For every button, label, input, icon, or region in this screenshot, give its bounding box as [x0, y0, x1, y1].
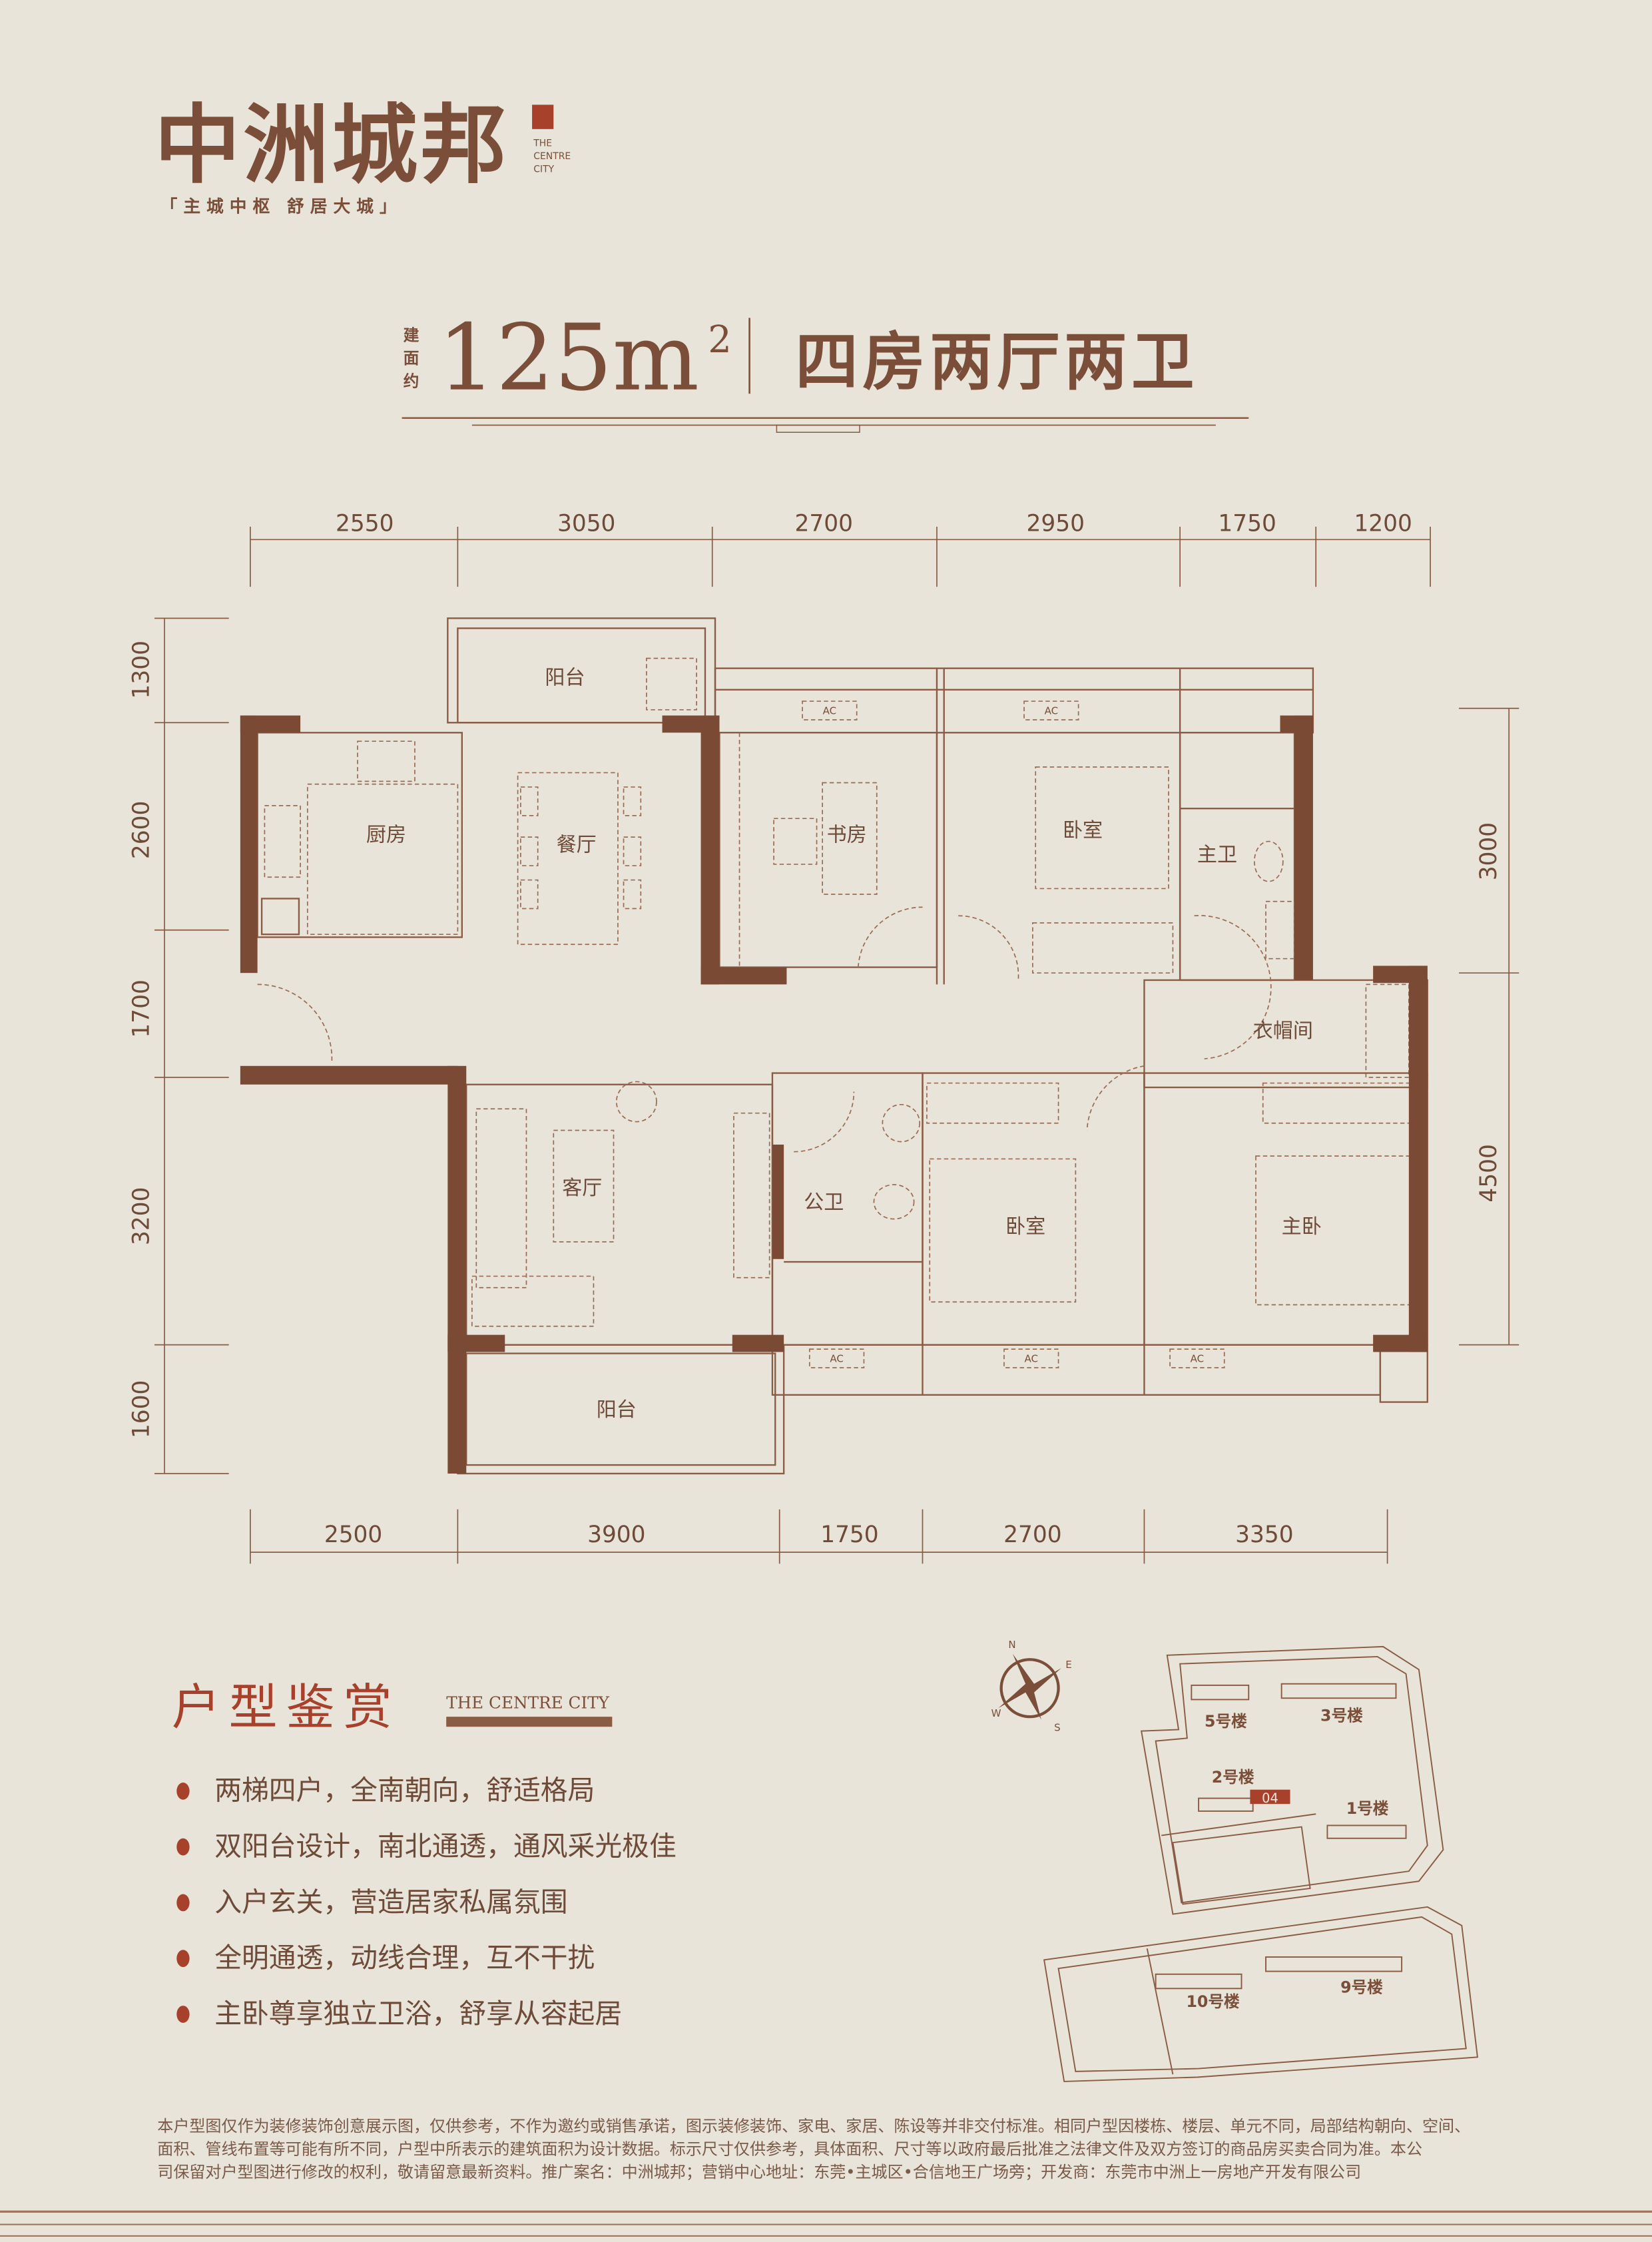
- dim-label: 2600: [128, 801, 154, 859]
- bullet-icon: [176, 2006, 190, 2023]
- ac-label: AC: [830, 1352, 844, 1364]
- brand-logo: 中洲城邦 THE CENTRE CITY 「 主 城 中 枢 舒 居 大 城 」: [154, 96, 571, 217]
- dim-label: 2500: [324, 1522, 382, 1548]
- decorative-strip: [446, 1717, 613, 1727]
- dim-label: 3000: [1476, 822, 1502, 880]
- brand-english-2: CENTRE: [533, 151, 571, 162]
- area-prefix-2: 面: [404, 349, 419, 368]
- feature-item: 入户玄关，营造居家私属氛围: [214, 1886, 567, 1918]
- dim-label: 1300: [128, 641, 154, 699]
- dimensions-left: 1300 2600 1700 3200 1600: [128, 641, 154, 1438]
- ac-label: AC: [1045, 704, 1059, 716]
- room-balcony-south: 阳台: [597, 1398, 637, 1422]
- unit-number: 04: [1262, 1791, 1278, 1806]
- disclaimer-line: 面积、管线布置等可能有所不同，户型中所表示的建筑面积为设计数据。标示尺寸仅供参考…: [157, 2139, 1422, 2158]
- dimensions-bottom: 2500 3900 1750 2700 3350: [324, 1522, 1294, 1548]
- building-label: 10号楼: [1187, 1992, 1240, 2011]
- feature-item: 两梯四户，全南朝向，舒适格局: [214, 1775, 595, 1807]
- unit-marker: [1250, 1789, 1290, 1805]
- ac-label: AC: [823, 704, 836, 716]
- dimensions-top: 2550 3050 2700 2950 1750 1200: [336, 510, 1412, 537]
- features-title: 户型鉴赏: [172, 1679, 401, 1736]
- floor-plan: [240, 617, 1428, 1475]
- compass-icon: N E S W: [991, 1639, 1072, 1734]
- dim-label: 3900: [587, 1522, 645, 1548]
- room-public-bath: 公卫: [804, 1191, 844, 1215]
- dim-label: 3050: [557, 510, 615, 537]
- dim-label: 1700: [128, 980, 154, 1037]
- bullet-icon: [176, 1950, 190, 1968]
- ac-label: AC: [1024, 1352, 1038, 1364]
- layout-type: 四房两厅两卫: [795, 325, 1199, 399]
- dim-label: 3200: [128, 1187, 154, 1245]
- room-dining: 餐厅: [557, 834, 597, 857]
- disclaimer-line: 本户型图仅作为装修装饰创意展示图，仅供参考，不作为邀约或销售承诺，图示装修装饰、…: [157, 2117, 1470, 2135]
- feature-item: 双阳台设计，南北通透，通风采光极佳: [214, 1830, 677, 1862]
- room-kitchen: 厨房: [366, 824, 406, 847]
- area-unit-sup: 2: [708, 318, 732, 362]
- building-label: 1号楼: [1346, 1799, 1389, 1818]
- room-labels: 阳台 厨房 餐厅 书房 卧室 主卫 衣帽间 客厅 公卫 卧室 主卧 阳台 AC …: [366, 666, 1322, 1422]
- room-master-bath: 主卫: [1197, 844, 1237, 867]
- dim-label: 2950: [1027, 510, 1085, 537]
- feature-item: 主卧尊享独立卫浴，舒享从容起居: [214, 1998, 622, 2030]
- building-label: 9号楼: [1340, 1978, 1383, 1997]
- compass-e: E: [1065, 1659, 1072, 1671]
- room-balcony-north: 阳台: [545, 666, 585, 689]
- room-bedroom-north: 卧室: [1063, 819, 1103, 842]
- disclaimer: 本户型图仅作为装修装饰创意展示图，仅供参考，不作为邀约或销售承诺，图示装修装饰、…: [0, 2117, 1652, 2237]
- area-prefix-3: 约: [404, 372, 419, 390]
- headline: 建 面 约 125m 2 四房两厅两卫: [402, 305, 1249, 433]
- compass-s: S: [1054, 1722, 1061, 1734]
- building-label: 3号楼: [1320, 1707, 1363, 1725]
- dim-label: 2700: [795, 510, 853, 537]
- dim-label: 4500: [1476, 1144, 1502, 1202]
- dimensions-right: 3000 4500: [1476, 822, 1502, 1203]
- dim-label: 2550: [336, 510, 394, 537]
- dim-label: 2700: [1003, 1522, 1061, 1548]
- brand-english-3: CITY: [533, 164, 554, 174]
- dim-label: 1750: [1218, 510, 1276, 537]
- compass-n: N: [1008, 1639, 1015, 1651]
- ac-label: AC: [1191, 1352, 1205, 1364]
- dim-label: 1200: [1354, 510, 1412, 537]
- brand-english-1: THE: [533, 139, 552, 149]
- room-study: 书房: [827, 824, 867, 847]
- room-master-bedroom: 主卧: [1282, 1215, 1322, 1239]
- dimension-lines: [154, 526, 1519, 1564]
- compass-w: W: [991, 1707, 1001, 1719]
- features-subtitle: THE CENTRE CITY: [446, 1693, 609, 1712]
- brand-seal-icon: [532, 105, 554, 129]
- bullet-icon: [176, 1894, 190, 1912]
- bullet-icon: [176, 1782, 190, 1800]
- feature-item: 全明通透，动线合理，互不干扰: [214, 1942, 595, 1974]
- features-section: 户型鉴赏 THE CENTRE CITY 两梯四户，全南朝向，舒适格局双阳台设计…: [172, 1679, 677, 2030]
- disclaimer-line: 司保留对户型图进行修改的权利，敬请留意最新资料。推广案名：中洲城邦；营销中心地址…: [157, 2163, 1361, 2181]
- brand-name: 中洲城邦: [154, 96, 509, 196]
- brand-tagline: 「 主 城 中 枢 舒 居 大 城 」: [160, 196, 397, 216]
- site-plan: 04 5号楼 3号楼 2号楼 1号楼 10号楼 9号楼: [1043, 1645, 1479, 2082]
- building-label: 2号楼: [1212, 1768, 1254, 1787]
- bullet-icon: [176, 1838, 190, 1856]
- dim-label: 1600: [128, 1380, 154, 1438]
- room-walkin-closet: 衣帽间: [1253, 1019, 1313, 1043]
- dim-label: 3350: [1235, 1522, 1293, 1548]
- room-living: 客厅: [562, 1177, 602, 1200]
- room-bedroom-south: 卧室: [1005, 1215, 1045, 1239]
- area-prefix-1: 建: [404, 326, 419, 345]
- area-value: 125m: [437, 305, 699, 412]
- building-label: 5号楼: [1205, 1712, 1247, 1731]
- dim-label: 1750: [820, 1522, 878, 1548]
